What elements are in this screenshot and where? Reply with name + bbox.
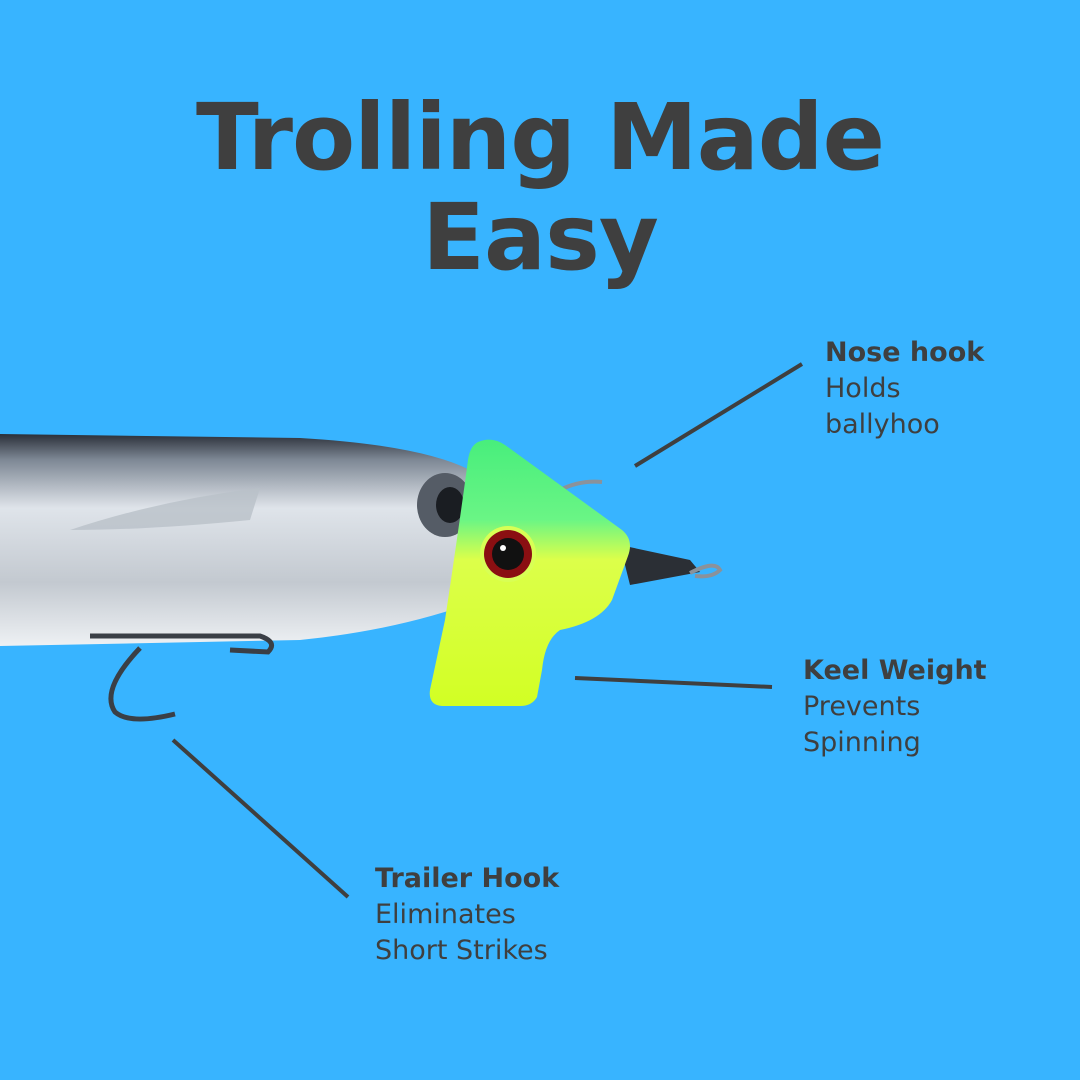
trailer-hook-icon [90, 633, 275, 722]
keel-weight-leader-line [574, 676, 773, 689]
callout-keel-weight: Keel Weight Prevents Spinning [803, 653, 987, 761]
headline-line-1: Trolling Made [195, 84, 885, 191]
ballyhoo-fish [0, 434, 700, 646]
callout-heading: Trailer Hook [375, 863, 560, 894]
trailer-hook-leader-line [171, 738, 350, 899]
callout-text: Eliminates [375, 899, 516, 930]
nose-hook-leader-line [633, 362, 804, 468]
callout-trailer-hook: Trailer Hook Eliminates Short Strikes [375, 861, 559, 969]
headline-line-2: Easy [422, 184, 659, 291]
callout-heading: Keel Weight [803, 655, 987, 686]
lure-head [429, 439, 630, 706]
callout-heading: Nose hook [825, 337, 985, 368]
callout-text: ballyhoo [825, 409, 940, 440]
headline: Trolling Made Easy [0, 88, 1080, 288]
callout-text: Spinning [803, 727, 921, 758]
callout-nose-hook: Nose hook Holds ballyhoo [825, 335, 984, 443]
callout-text: Short Strikes [375, 935, 548, 966]
callout-text: Holds [825, 373, 901, 404]
callout-text: Prevents [803, 691, 921, 722]
